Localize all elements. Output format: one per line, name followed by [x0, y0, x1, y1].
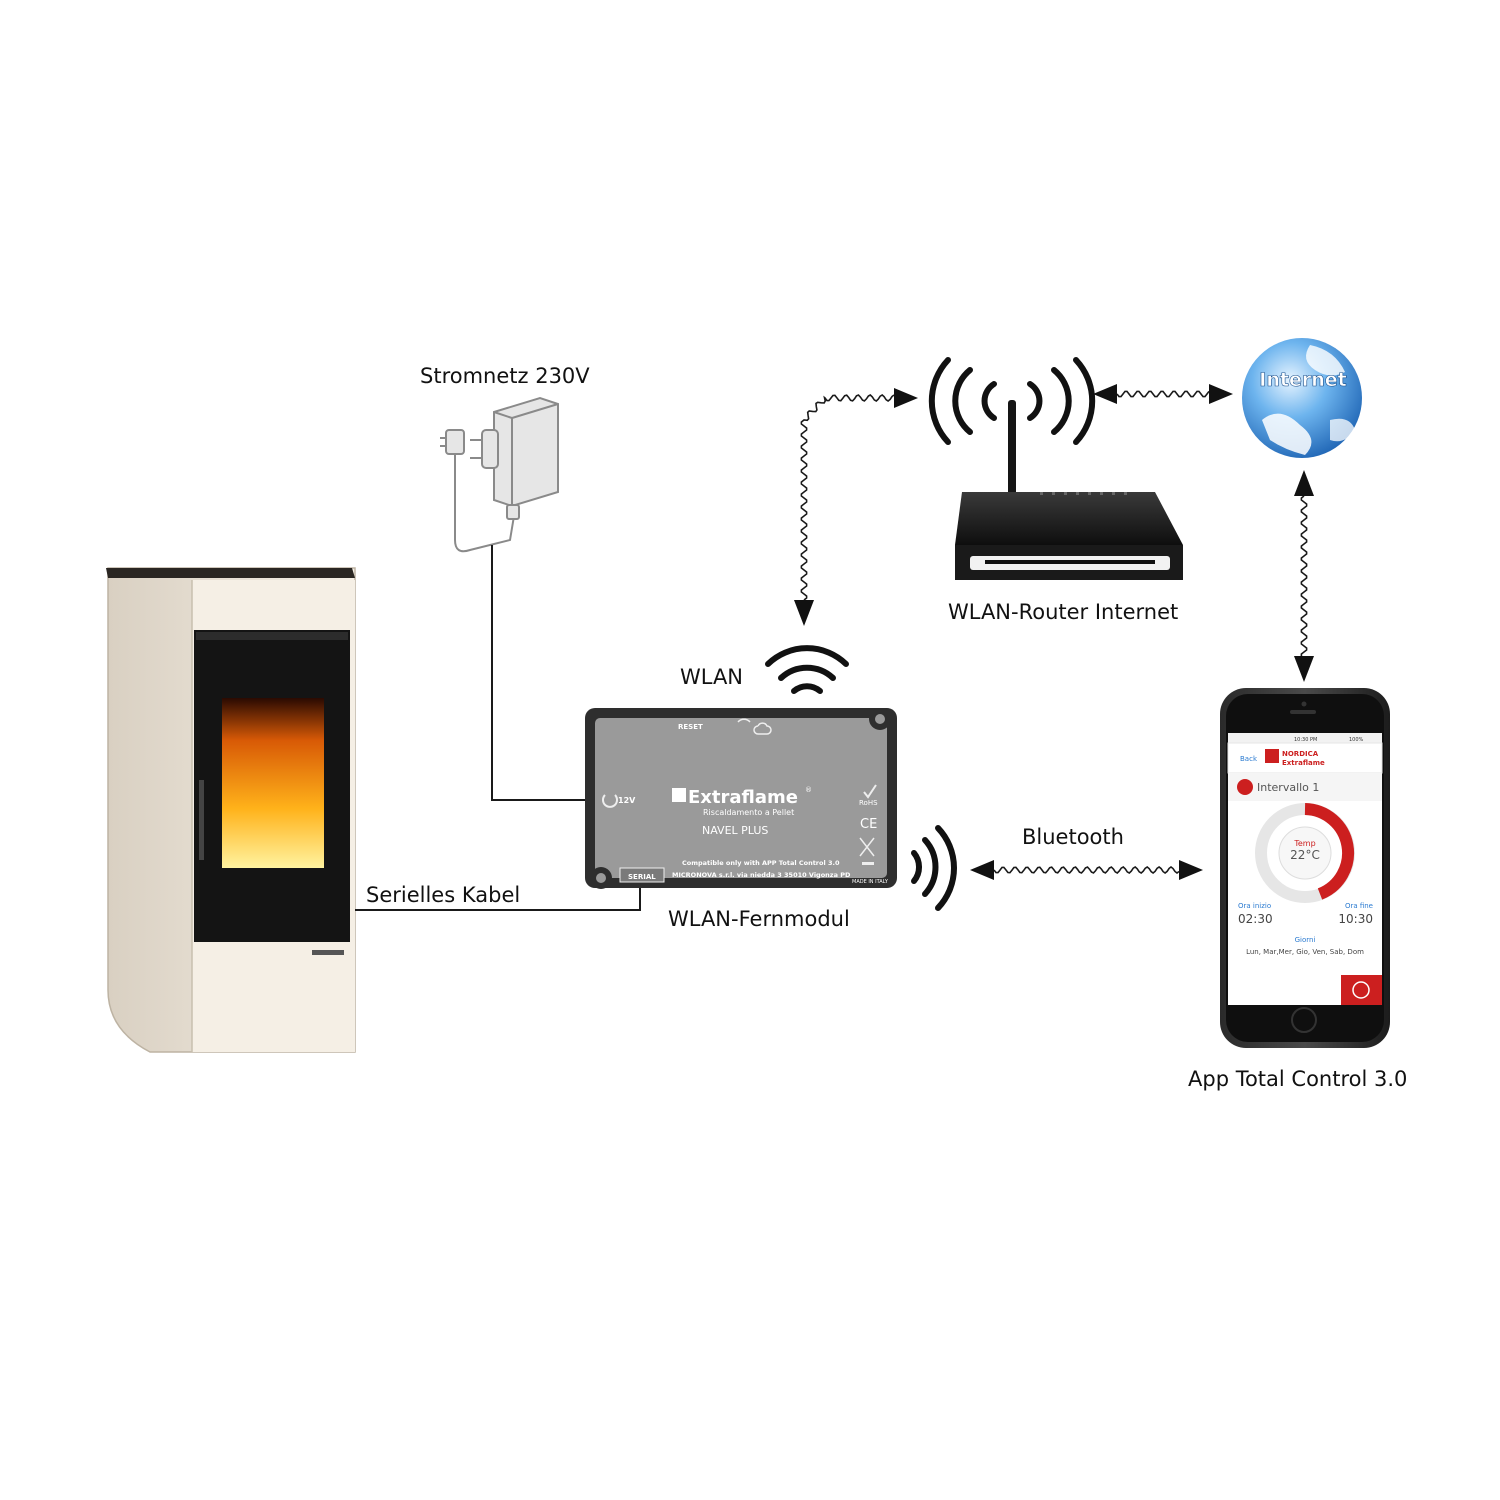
power-cable — [491, 545, 590, 801]
app-days-value[interactable]: Lun, Mar,Mer, Gio, Ven, Sab, Dom — [1246, 948, 1364, 956]
arrowhead — [794, 600, 814, 626]
arrow-internet-phone — [1300, 495, 1308, 656]
module-compat-line2: MICRONOVA s.r.l. via niedda 3 35010 Vigo… — [672, 871, 851, 879]
power-adapter-icon — [440, 396, 559, 553]
app-days-label: Giorni — [1295, 936, 1316, 944]
module-rohs: RoHS — [859, 799, 878, 807]
arrowhead — [1294, 470, 1314, 496]
router-signal-waves-icon — [928, 357, 1096, 445]
app-status-time: 10:30 PM — [1294, 737, 1317, 743]
module-ce: CE — [860, 817, 877, 832]
app-end-label: Ora fine — [1345, 902, 1373, 910]
serial-cable — [355, 882, 641, 911]
arrowhead — [1294, 656, 1314, 682]
app-start-label: Ora inizio — [1238, 902, 1271, 910]
module-compat-line1: Compatible only with APP Total Control 3… — [682, 859, 840, 867]
bluetooth-label: Bluetooth — [1022, 825, 1124, 849]
radio-waves-icon — [911, 825, 957, 911]
app-label: App Total Control 3.0 — [1188, 1067, 1408, 1091]
app-temp-value: 22°C — [1290, 848, 1320, 862]
wlan-label: WLAN — [680, 665, 744, 689]
module-serial-label: SERIAL — [628, 873, 656, 881]
globe-icon — [1242, 338, 1362, 458]
app-interval-title: Intervallo 1 — [1257, 781, 1319, 794]
module-tagline: Riscaldamento a Pellet — [703, 808, 794, 817]
module-brand: Extraflame — [688, 787, 798, 808]
app-back-button[interactable]: Back — [1240, 755, 1258, 763]
module-reset-label: RESET — [678, 723, 703, 731]
app-brand-bottom: Extraflame — [1282, 759, 1325, 767]
module-label: WLAN-Fernmodul — [668, 907, 850, 931]
pellet-stove-icon — [106, 567, 356, 1053]
globe-internet-label: Internet — [1259, 369, 1346, 391]
module-made-in: MADE IN ITALY — [852, 879, 889, 885]
arrow-module-router — [800, 394, 895, 601]
serial-cable-label: Serielles Kabel — [366, 883, 521, 907]
app-temp-label: Temp — [1293, 839, 1315, 848]
arrowhead — [1179, 860, 1203, 880]
wifi-router-icon — [955, 400, 1183, 580]
arrowhead — [970, 860, 994, 880]
arrowhead — [1093, 384, 1117, 404]
app-status-battery: 100% — [1349, 737, 1364, 743]
connection-arrows — [794, 384, 1314, 880]
smartphone-icon — [1220, 688, 1390, 1048]
module-model: NAVEL PLUS — [702, 824, 768, 837]
power-supply-label: Stromnetz 230V — [420, 364, 590, 388]
arrowhead — [1209, 384, 1233, 404]
wifi-waves-icon — [765, 645, 849, 694]
app-brand-top: NORDICA — [1282, 750, 1319, 758]
module-voltage-label: 12V — [618, 796, 636, 805]
arrow-bluetooth-phone — [993, 866, 1180, 875]
app-start-value[interactable]: 02:30 — [1238, 912, 1273, 926]
arrow-router-internet — [1116, 390, 1210, 398]
wlan-module-box — [585, 708, 897, 889]
router-label: WLAN-Router Internet — [948, 600, 1179, 624]
arrowhead — [894, 388, 918, 408]
app-end-value[interactable]: 10:30 — [1338, 912, 1373, 926]
module-brand-mark: ® — [805, 786, 812, 794]
